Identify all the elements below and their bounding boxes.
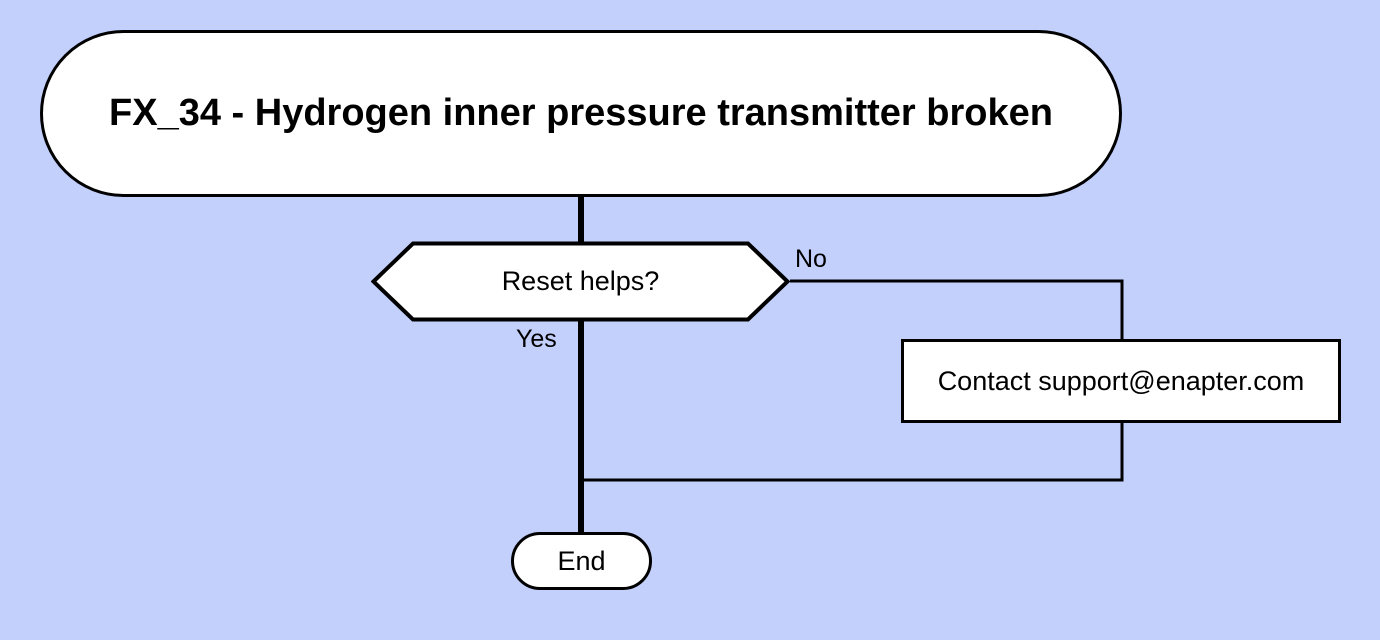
node-start-label: FX_34 - Hydrogen inner pressure transmit… [109, 92, 1053, 134]
connector-process-to-spine [581, 421, 1124, 482]
node-end[interactable]: End [511, 532, 652, 590]
node-start[interactable]: FX_34 - Hydrogen inner pressure transmit… [40, 30, 1122, 197]
node-decision-label: Reset helps? [501, 266, 660, 296]
node-end-label: End [557, 545, 606, 576]
node-process-label: Contact support@enapter.com [937, 365, 1305, 396]
edge-label-yes: Yes [516, 325, 557, 353]
connector-no-branch [790, 279, 1124, 341]
node-decision[interactable]: Reset helps? [371, 241, 790, 322]
hexagon-shape-icon [371, 241, 790, 322]
node-process[interactable]: Contact support@enapter.com [901, 339, 1341, 423]
edge-label-no: No [795, 245, 827, 273]
